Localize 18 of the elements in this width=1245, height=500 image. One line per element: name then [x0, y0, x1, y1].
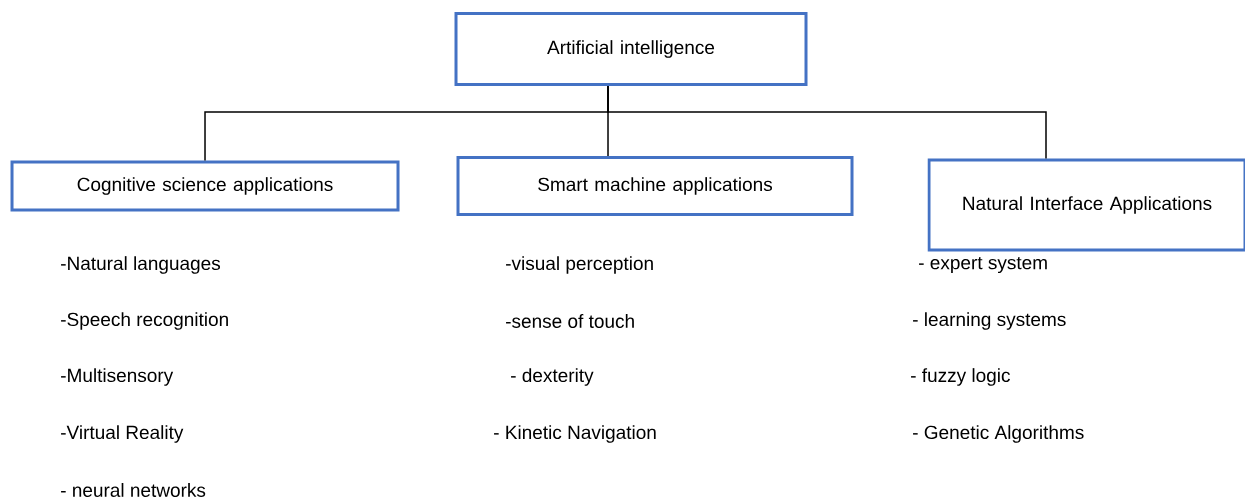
- category-box: Smart machine applications: [456, 156, 854, 216]
- connector-line: [607, 85, 1047, 160]
- list-item: -sense of touch: [506, 314, 634, 328]
- list-item: - neural networks: [61, 483, 206, 497]
- list-item: - dexterity: [511, 368, 594, 386]
- list-item: -Natural languages: [61, 256, 220, 274]
- list-item: -Speech recognition: [61, 312, 228, 330]
- list-item: - expert system: [919, 256, 1047, 274]
- list-item: -visual perception: [506, 256, 653, 274]
- list-item: - learning systems: [913, 312, 1066, 330]
- list-item: - Genetic Algorithms: [913, 425, 1084, 443]
- list-item: -Multisensory: [61, 368, 174, 386]
- category-box: Cognitive science applications: [10, 160, 400, 212]
- category-box: Natural Interface Applications: [927, 158, 1245, 252]
- category-box: Artificial intelligence: [454, 12, 808, 86]
- list-item: -Virtual Reality: [61, 425, 184, 443]
- list-item: - fuzzy logic: [911, 368, 1010, 386]
- list-item: - Kinetic Navigation: [494, 425, 656, 443]
